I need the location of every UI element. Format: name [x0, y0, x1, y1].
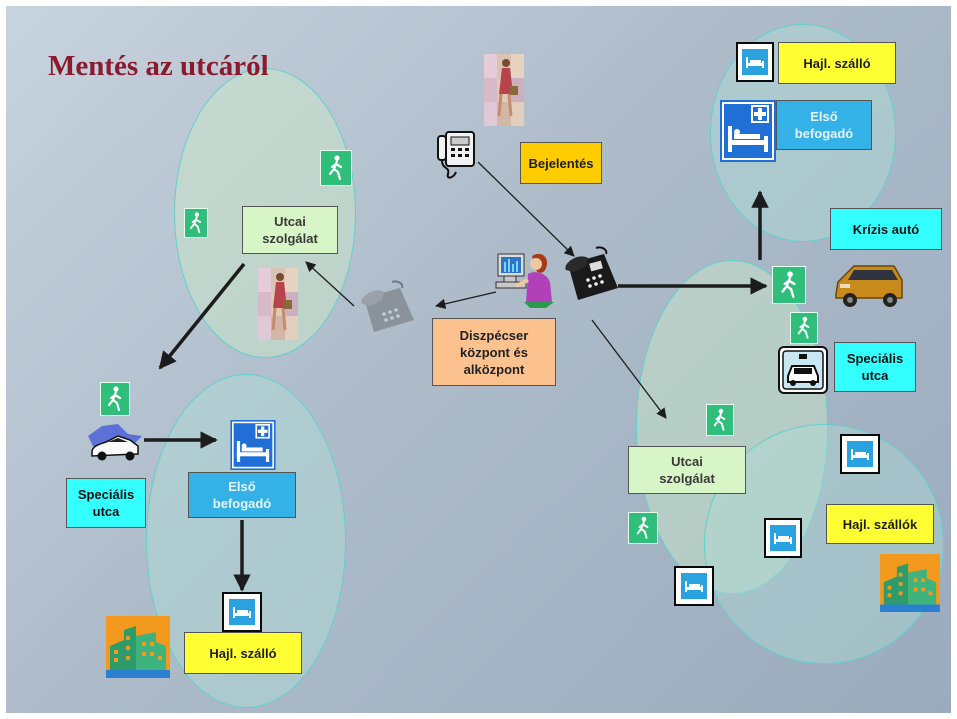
page-title: Mentés az utcáról — [48, 50, 269, 82]
police-car-icon — [778, 346, 828, 394]
van-icon — [835, 265, 903, 307]
woman-figure-icon — [258, 268, 298, 340]
label-utcai-szolgalat-right: Utcai szolgálat — [628, 446, 746, 494]
building-icon — [880, 554, 940, 612]
slide: Mentés az utcáról Hajl. szálló Első befo… — [6, 6, 951, 713]
hospital-bed-icon — [720, 100, 776, 162]
walking-person-icon — [628, 512, 658, 544]
walking-person-icon — [790, 312, 818, 344]
walking-person-icon — [184, 208, 208, 238]
bed-sign-icon — [674, 566, 714, 606]
car-icon — [88, 424, 142, 461]
bed-sign-icon — [736, 42, 774, 82]
telephone-icon — [361, 280, 414, 332]
pay-phone-icon — [437, 131, 475, 179]
bed-sign-icon — [840, 434, 880, 474]
dispatcher-operator-icon — [495, 253, 554, 308]
arrow-phone-to-street-service — [305, 261, 355, 307]
building-icon — [106, 616, 170, 678]
bed-sign-icon — [764, 518, 802, 558]
arrow-phone-to-dispatcher — [477, 161, 575, 257]
telephone-icon — [565, 246, 618, 300]
label-diszpecser: Diszpécser központ és alközpont — [432, 318, 556, 386]
arrow-dispatcher-to-right-service — [591, 319, 667, 419]
label-specialis-utca-right: Speciális utca — [834, 342, 916, 392]
walking-person-icon — [772, 266, 806, 304]
arrow-street-to-left-walker — [158, 262, 246, 370]
arrows-layer — [144, 161, 769, 592]
label-elso-befogado-top: Első befogadó — [776, 100, 872, 150]
label-hajl-szallo-top: Hajl. szálló — [778, 42, 896, 84]
walking-person-icon — [320, 150, 352, 186]
bed-sign-icon — [222, 592, 262, 632]
label-krizis-auto: Krízis autó — [830, 208, 942, 250]
hospital-bed-icon — [230, 420, 276, 470]
label-elso-befogado-left: Első befogadó — [188, 472, 296, 518]
walking-person-icon — [706, 404, 734, 436]
label-hajl-szallo-bottom: Hajl. szálló — [184, 632, 302, 674]
label-specialis-utca-left: Speciális utca — [66, 478, 146, 528]
walking-person-icon — [100, 382, 130, 416]
arrow-to-left-phone — [434, 291, 497, 309]
label-utcai-szolgalat-left: Utcai szolgálat — [242, 206, 338, 254]
label-hajl-szallok-right: Hajl. szállók — [826, 504, 934, 544]
label-bejelentes: Bejelentés — [520, 142, 602, 184]
woman-figure-icon — [484, 54, 524, 126]
